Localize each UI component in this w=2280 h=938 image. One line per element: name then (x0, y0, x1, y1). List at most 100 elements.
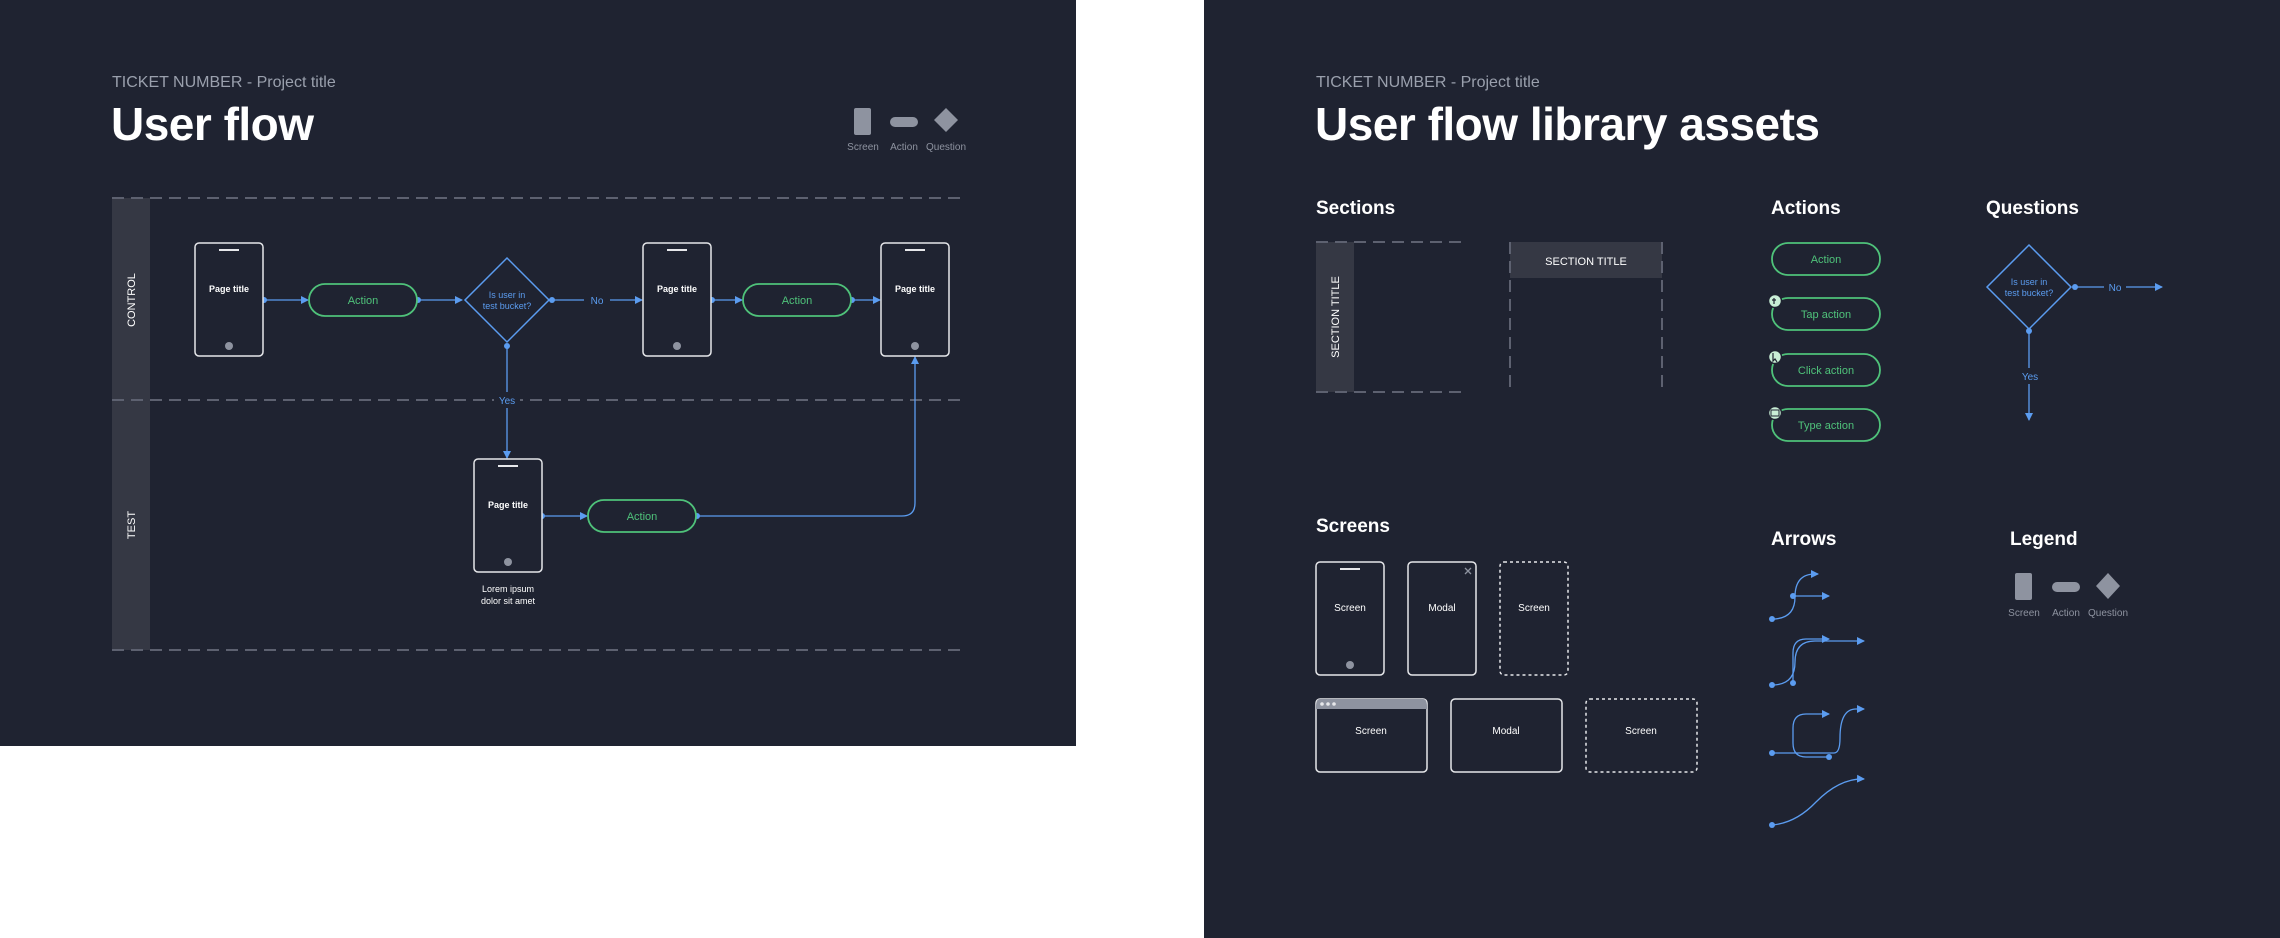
arrow-sample[interactable] (1792, 635, 1830, 683)
screen-title: Page title (488, 500, 528, 510)
connector-dot (1826, 754, 1832, 760)
question-line-1: Is user in (2011, 277, 2048, 287)
legend: Screen Action Question (847, 108, 966, 153)
library-assets-board: TICKET NUMBER - Project title User flow … (1204, 0, 2280, 938)
legend: Screen Action Question (2008, 573, 2128, 619)
legend-question-label: Question (926, 142, 966, 153)
action-label: Action (782, 295, 813, 307)
screen-label: Screen (1625, 726, 1657, 737)
legend-screen-icon (2015, 573, 2032, 600)
question-sample[interactable]: Is user in test bucket? (1985, 243, 2073, 331)
section-title-vertical: SECTION TITLE (1330, 276, 1342, 358)
connector-dot (1769, 822, 1775, 828)
arrow-sample[interactable] (1771, 637, 1865, 686)
mobile-optional-screen-sample[interactable]: Screen (1499, 561, 1569, 676)
arrow (697, 356, 919, 517)
actions-heading: Actions (1771, 198, 1841, 219)
user-flow-diagram: Screen Action Question CONTROL TEST (112, 108, 966, 651)
screen-label: Modal (1428, 603, 1455, 614)
no-label: No (2109, 283, 2122, 294)
connector-dot (549, 297, 555, 303)
legend-screen-label: Screen (2008, 608, 2040, 619)
screen-note-line-1: Lorem ipsum (482, 584, 534, 594)
arrow-sample[interactable] (1772, 705, 1865, 754)
connector-dot (1769, 750, 1775, 756)
legend-screen-label: Screen (847, 142, 879, 153)
legend-action-icon (2052, 582, 2080, 592)
legend-question-icon (934, 108, 958, 132)
screens-heading: Screens (1316, 516, 1390, 537)
ticket-label: TICKET NUMBER - Project title (1316, 74, 1540, 91)
library-assets-diagram: SECTION TITLE SECTION TITLE Action Tap a… (1315, 241, 2163, 828)
ticket-label: TICKET NUMBER - Project title (112, 74, 336, 91)
arrow-sample[interactable] (1792, 710, 1830, 758)
connector-dot (1769, 616, 1775, 622)
mobile-modal-sample[interactable]: Modal (1407, 561, 1477, 676)
screen-title: Page title (657, 284, 697, 294)
sections-heading: Sections (1316, 198, 1396, 219)
no-label: No (591, 296, 604, 307)
legend-question-icon (2096, 573, 2120, 599)
yes-label: Yes (2022, 372, 2038, 383)
screen-node[interactable]: Page title (473, 458, 543, 573)
yes-label: Yes (499, 396, 515, 407)
action-label: Action (348, 295, 379, 307)
legend-action-icon (890, 117, 918, 127)
action-node[interactable]: Action (587, 499, 697, 533)
screen-label: Screen (1355, 726, 1387, 737)
mobile-screen-sample[interactable]: Screen (1315, 561, 1385, 676)
action-node[interactable]: Action (742, 283, 852, 317)
window-dot-icon (1332, 702, 1336, 706)
connector-dot (504, 343, 510, 349)
legend-action-label: Action (890, 142, 918, 153)
questions-heading: Questions (1986, 198, 2079, 219)
desktop-screen-sample[interactable]: Screen (1315, 698, 1428, 773)
screen-label: Screen (1518, 603, 1550, 614)
question-line-1: Is user in (489, 290, 526, 300)
click-action-sample[interactable]: Click action (1767, 349, 1881, 387)
question-line-2: test bucket? (2005, 288, 2054, 298)
tap-icon (1767, 293, 1783, 309)
desktop-modal-sample[interactable]: Modal (1450, 698, 1563, 773)
lane-label-control: CONTROL (126, 273, 138, 327)
desktop-optional-screen-sample[interactable]: Screen (1585, 698, 1698, 773)
window-dot-icon (1320, 702, 1324, 706)
arrows-heading: Arrows (1771, 529, 1837, 550)
action-label: Type action (1798, 420, 1854, 432)
action-label: Action (627, 511, 658, 523)
action-label: Action (1811, 254, 1842, 266)
connector-dot (1769, 682, 1775, 688)
section-horizontal-sample[interactable]: SECTION TITLE (1509, 242, 1663, 390)
arrow-sample[interactable] (1771, 774, 1865, 826)
screen-note-line-2: dolor sit amet (481, 596, 536, 606)
screen-title: Page title (209, 284, 249, 294)
close-icon (1464, 567, 1472, 575)
cursor-icon (1767, 349, 1783, 365)
lane-header-control (112, 198, 150, 400)
connector-dot (1790, 593, 1796, 599)
type-action-sample[interactable]: Type action (1767, 405, 1881, 442)
action-label: Tap action (1801, 309, 1851, 321)
action-node[interactable]: Action (308, 283, 418, 317)
legend-question-label: Question (2088, 608, 2128, 619)
section-vertical-sample[interactable]: SECTION TITLE (1316, 241, 1462, 393)
page-title: User flow (111, 98, 314, 150)
question-node[interactable]: Is user in test bucket? (463, 256, 551, 344)
legend-screen-icon (854, 108, 871, 135)
lane-label-test: TEST (126, 511, 138, 539)
question-line-2: test bucket? (483, 301, 532, 311)
window-dot-icon (1326, 702, 1330, 706)
screen-node[interactable]: Page title (194, 242, 264, 357)
connector-dot (2026, 328, 2032, 334)
connector-dot (1790, 680, 1796, 686)
action-sample[interactable]: Action (1771, 242, 1881, 276)
screen-title: Page title (895, 284, 935, 294)
screen-label: Screen (1334, 603, 1366, 614)
legend-heading: Legend (2010, 529, 2078, 550)
screen-node[interactable]: Page title (880, 242, 950, 357)
action-label: Click action (1798, 365, 1854, 377)
screen-node[interactable]: Page title (642, 242, 712, 357)
keyboard-icon (1767, 405, 1783, 421)
tap-action-sample[interactable]: Tap action (1767, 293, 1881, 331)
user-flow-board: TICKET NUMBER - Project title User flow … (0, 0, 1076, 746)
